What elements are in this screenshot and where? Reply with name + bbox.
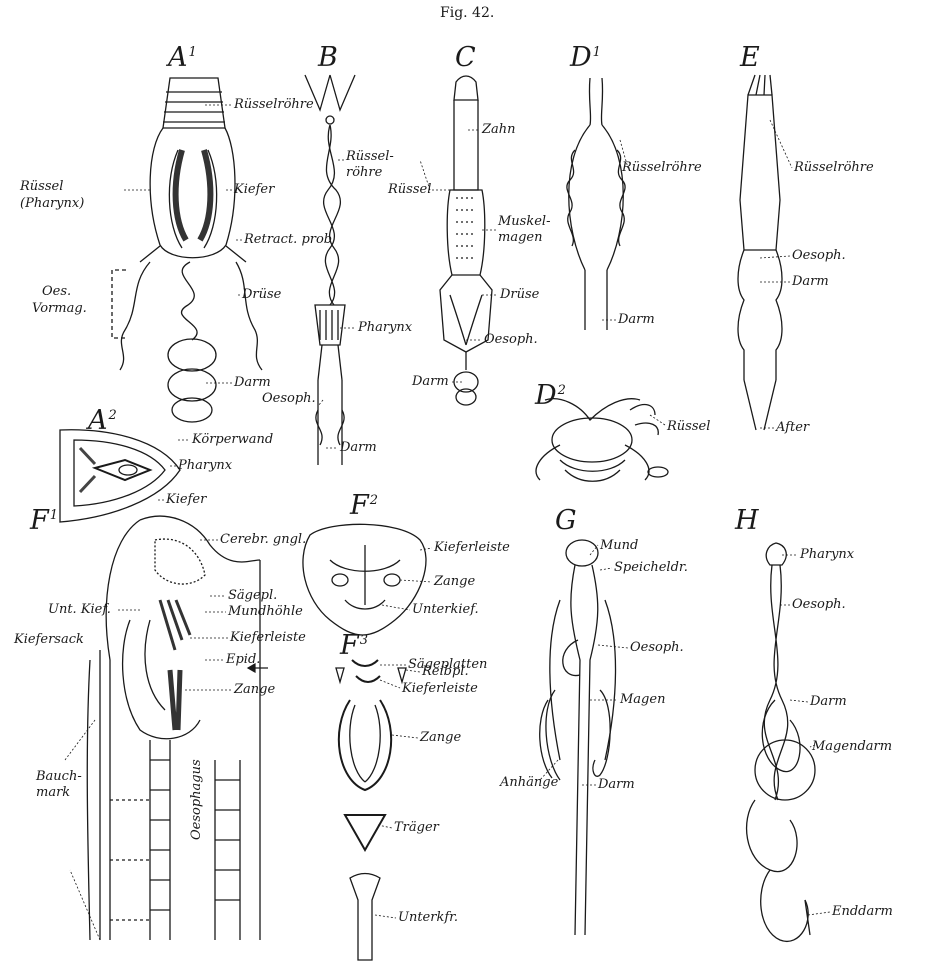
figure-title: Fig. 42. <box>440 5 494 21</box>
label-h-enddarm: Enddarm <box>832 905 893 919</box>
label-c-druese: Drüse <box>500 288 539 302</box>
drawing-d1 <box>567 78 625 330</box>
drawing-f2 <box>303 524 426 635</box>
label-f1-mundhoehle: Mundhöhle <box>228 605 303 619</box>
label-f1-kieferleiste: Kieferleiste <box>230 631 306 645</box>
label-g-mund: Mund <box>600 539 638 553</box>
panel-letter-f1: F1 <box>30 505 58 536</box>
panel-letter-b: B <box>318 42 338 73</box>
label-f3-traeger: Träger <box>394 821 439 835</box>
label-f2-kieferleiste: Kieferleiste <box>434 541 510 555</box>
drawing-f3 <box>336 660 406 960</box>
label-b-ruessel-2: röhre <box>346 166 382 180</box>
label-b-darm: Darm <box>340 441 377 455</box>
panel-letter-d2: D2 <box>535 380 566 411</box>
label-f1-cerebr: Cerebr. gngl. <box>220 533 306 547</box>
label-d2-ruessel: Rüssel <box>667 420 710 434</box>
label-a1-pharynx-paren: (Pharynx) <box>20 197 84 211</box>
label-a2-kiefer: Kiefer <box>166 493 206 507</box>
label-g-darm: Darm <box>598 778 635 792</box>
panel-letter-e: E <box>740 42 760 73</box>
label-f1-saegepl: Sägepl. <box>228 589 277 603</box>
drawing-e <box>738 75 782 430</box>
label-b-ruessel-1: Rüssel- <box>346 150 394 164</box>
label-a1-ruesselroehre: Rüsselröhre <box>234 98 314 112</box>
label-f1-bauch: Bauch- <box>36 770 82 784</box>
label-c-muskel-2: magen <box>498 231 542 245</box>
drawing-f1 <box>87 516 260 940</box>
label-a1-oes: Oes. <box>42 285 71 299</box>
panel-letter-g: G <box>555 505 577 536</box>
label-c-oesoph: Oesoph. <box>484 333 538 347</box>
label-a2-pharynx: Pharynx <box>178 459 232 473</box>
label-f1-kiefersack: Kiefersack <box>14 633 84 647</box>
label-f1-oesophagus: Oesophagus <box>190 759 204 840</box>
label-f1-zange: Zange <box>234 683 275 697</box>
panel-letter-a2: A2 <box>88 405 117 436</box>
panel-letter-f3: F3 <box>340 630 368 661</box>
drawing-b <box>305 75 355 465</box>
label-a1-druese: Drüse <box>242 288 281 302</box>
drawing-g <box>540 540 616 935</box>
label-c-ruessel: Rüssel <box>388 183 431 197</box>
label-f1-mark: mark <box>36 786 70 800</box>
panel-letter-a1: A1 <box>168 42 197 73</box>
label-g-oesoph: Oesoph. <box>630 641 684 655</box>
label-b-oesoph: Oesoph. <box>262 392 316 406</box>
label-e-oesoph: Oesoph. <box>792 249 846 263</box>
label-f2-zange: Zange <box>434 575 475 589</box>
label-e-ruesselroehre: Rüsselröhre <box>794 161 874 175</box>
label-g-magen: Magen <box>620 693 665 707</box>
label-g-anhaenge: Anhänge <box>500 776 558 790</box>
panel-letter-d1: D1 <box>570 42 601 73</box>
label-g-speicheldr: Speicheldr. <box>614 561 688 575</box>
panel-letter-h: H <box>735 505 759 536</box>
label-h-magendarm: Magendarm <box>812 740 892 754</box>
label-c-muskel-1: Muskel- <box>498 215 550 229</box>
drawing-a2 <box>60 430 180 522</box>
label-h-oesoph: Oesoph. <box>792 598 846 612</box>
label-a2-koerperwand: Körperwand <box>192 433 273 447</box>
label-a1-vormag: Vormag. <box>32 302 87 316</box>
label-a1-retract: Retract. prob <box>244 233 332 247</box>
label-d1-ruesselroehre: Rüsselröhre <box>622 161 702 175</box>
label-d1-darm: Darm <box>618 313 655 327</box>
label-f3-unterkfr: Unterkfr. <box>398 911 458 925</box>
label-a1-ruessel: Rüssel <box>20 180 63 194</box>
label-h-pharynx: Pharynx <box>800 548 854 562</box>
label-h-darm: Darm <box>810 695 847 709</box>
label-e-after: After <box>776 421 809 435</box>
panel-letter-c: C <box>455 42 476 73</box>
label-a1-darm: Darm <box>234 376 271 390</box>
label-f1-unt-kief: Unt. Kief. <box>48 603 111 617</box>
label-f1-epid: Epid. <box>226 653 260 667</box>
label-f3-zange: Zange <box>420 731 461 745</box>
label-e-darm: Darm <box>792 275 829 289</box>
drawing-d2 <box>536 399 668 482</box>
label-f3-kieferleiste: Kieferleiste <box>402 682 478 696</box>
label-b-pharynx: Pharynx <box>358 321 412 335</box>
label-f2-unterkief: Unterkief. <box>412 603 479 617</box>
drawing-a1 <box>112 78 262 422</box>
panel-letter-f2: F2 <box>350 490 378 521</box>
label-f3-reibpl: Reibpl. <box>422 665 469 679</box>
label-a1-kiefer: Kiefer <box>234 183 274 197</box>
label-c-darm: Darm <box>412 375 449 389</box>
label-c-zahn: Zahn <box>482 123 516 137</box>
